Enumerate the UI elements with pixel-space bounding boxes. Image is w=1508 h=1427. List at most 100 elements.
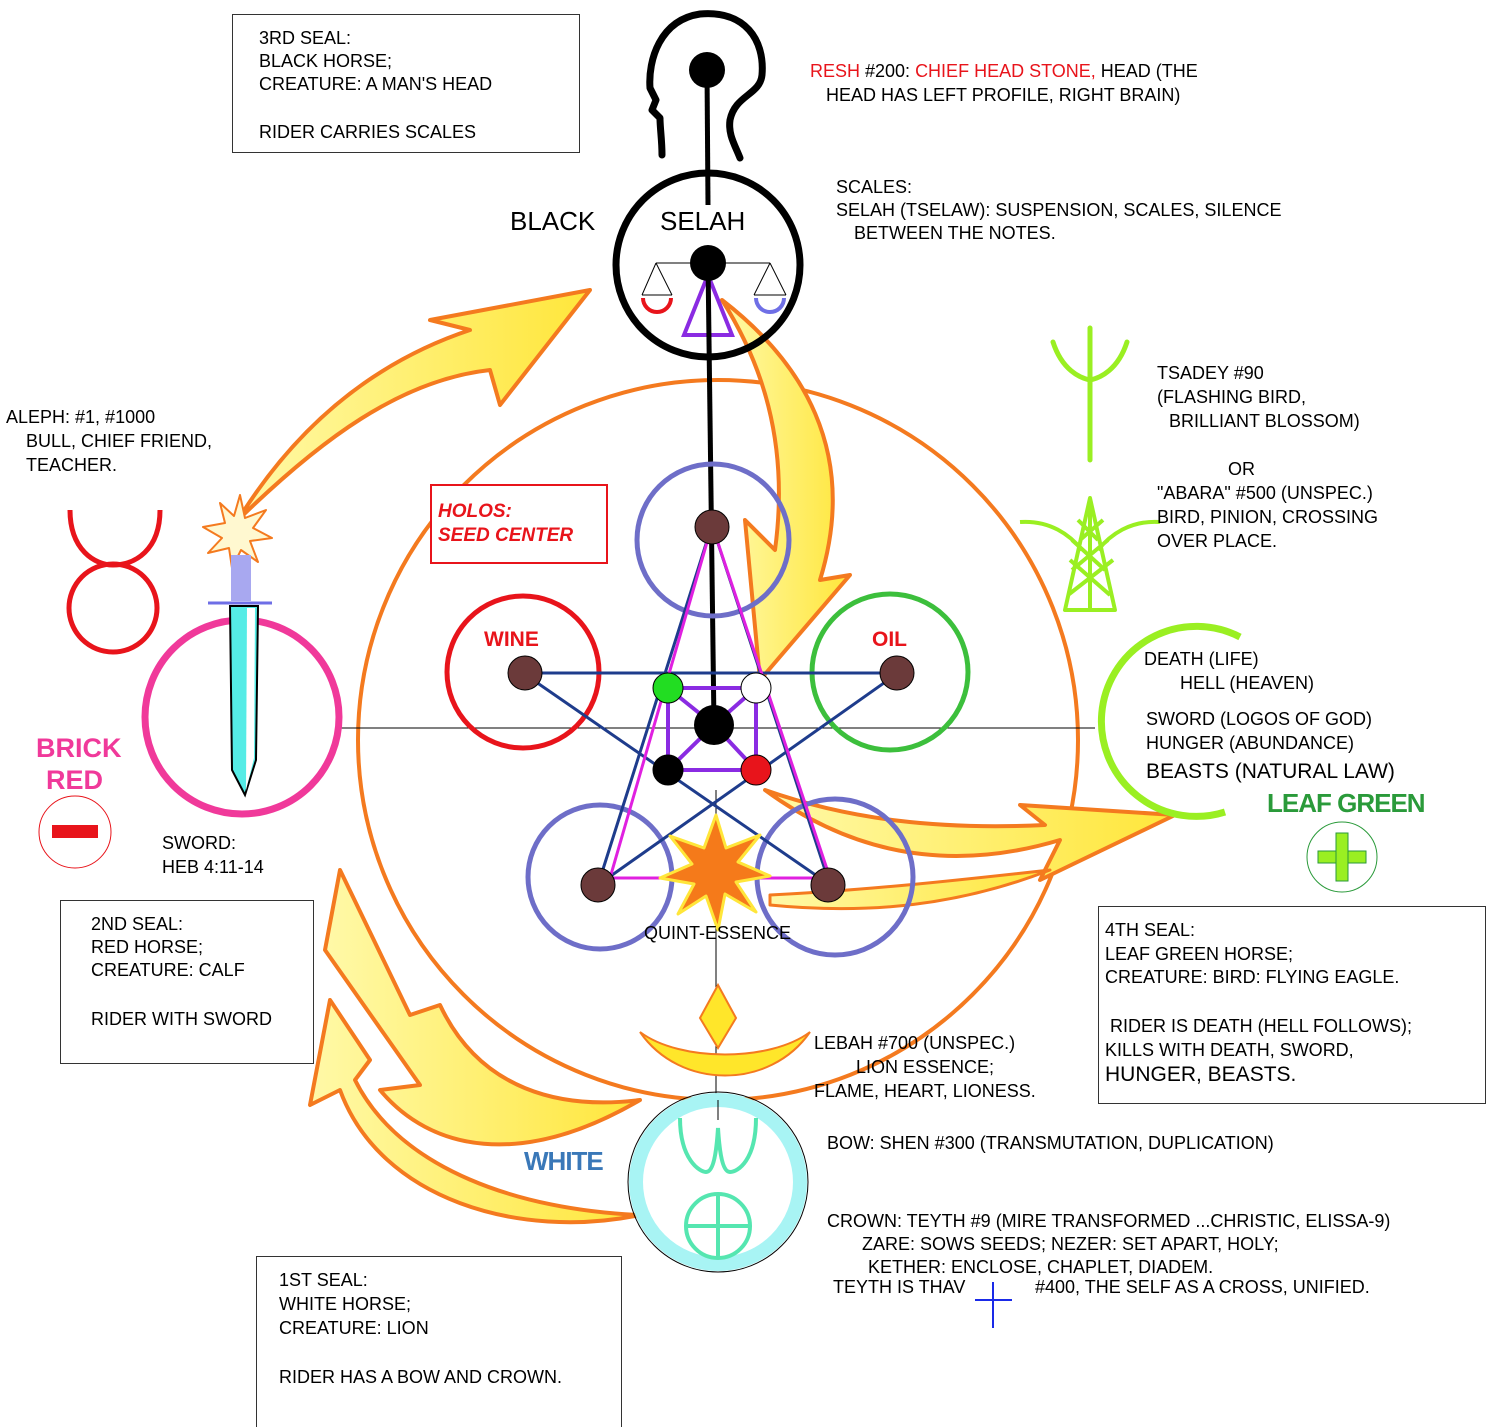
resh-rest: HEAD (THE	[1095, 61, 1198, 81]
third-seal-line-2: BLACK HORSE;	[259, 51, 393, 71]
sword-ref-line-1: SWORD:	[162, 833, 236, 853]
node-top	[694, 509, 730, 545]
tsadey-line-2: (FLASHING BIRD,	[1157, 387, 1307, 407]
teyth-part-2: #400, THE SELF AS A CROSS, UNIFIED.	[1035, 1277, 1370, 1297]
taurus-circle	[66, 561, 160, 655]
white-circle-rim	[627, 1091, 809, 1273]
fourth-seal-line-1: 4TH SEAL:	[1105, 920, 1196, 940]
crown-line-2: ZARE: SOWS SEEDS; NEZER: SET APART, HOLY…	[862, 1234, 1279, 1254]
lebah-line-2: LION ESSENCE;	[856, 1057, 995, 1077]
first-seal-box: 1ST SEAL: WHITE HORSE; CREATURE: LION RI…	[256, 1256, 622, 1427]
head-profile-icon	[646, 10, 766, 162]
head-spine-line	[704, 69, 711, 206]
scales-line-2: SELAH (TSELAW): SUSPENSION, SCALES, SILE…	[836, 200, 1282, 220]
second-seal-line-3: CREATURE: CALF	[91, 960, 245, 980]
tsadey-line-5: BIRD, PINION, CROSSING	[1157, 507, 1379, 527]
minus-sign-icon	[52, 825, 98, 838]
sword-ref-line-2: HEB 4:11-14	[162, 857, 264, 877]
holos-line-2: SEED CENTER	[438, 525, 574, 546]
resh-line-2: HEAD HAS LEFT PROFILE, RIGHT BRAIN)	[826, 85, 1181, 105]
white-label: WHITE	[524, 1146, 604, 1176]
selah-label: SELAH	[660, 206, 746, 236]
fourth-seal-line-3: CREATURE: BIRD: FLYING EAGLE.	[1105, 967, 1400, 987]
node-red	[740, 754, 772, 786]
fourth-seal-line-6: KILLS WITH DEATH, SWORD,	[1105, 1040, 1354, 1060]
first-seal-line-3: CREATURE: LION	[279, 1318, 429, 1338]
brick-label: BRICK	[36, 733, 122, 763]
lebah-line-3: FLAME, HEART, LIONESS.	[814, 1081, 1036, 1101]
resh-line-1: RESH #200: CHIEF HEAD STONE, HEAD (THE	[810, 60, 1198, 83]
swirl-arrow-right	[763, 788, 1177, 882]
plus-sign-v	[1335, 832, 1349, 882]
fourth-seal-box: 4TH SEAL: LEAF GREEN HORSE; CREATURE: BI…	[1098, 906, 1486, 1104]
scales-string-right-b	[769, 262, 787, 296]
third-seal-line-1: 3RD SEAL:	[259, 28, 352, 48]
taurus-symbol-icon	[67, 509, 163, 568]
quint-essence-label: QUINT-ESSENCE	[644, 923, 792, 943]
second-seal-line-2: RED HORSE;	[91, 937, 204, 957]
bow-text: BOW: SHEN #300 (TRANSMUTATION, DUPLICATI…	[827, 1133, 1274, 1153]
holos-line-1: HOLOS:	[438, 501, 512, 522]
lebah-line-1: LEBAH #700 (UNSPEC.)	[814, 1033, 1016, 1053]
node-green	[652, 672, 684, 704]
third-seal-box: 3RD SEAL: BLACK HORSE; CREATURE: A MAN'S…	[232, 14, 580, 153]
central-black-line	[705, 262, 717, 726]
aleph-line-2: BULL, CHIEF FRIEND,	[26, 431, 213, 451]
tsadey-line-1: TSADEY #90	[1157, 363, 1264, 383]
resh-number: #200:	[860, 61, 916, 81]
death-line-5: BEASTS (NATURAL LAW)	[1146, 760, 1395, 783]
resh-chief: CHIEF HEAD STONE,	[915, 61, 1096, 81]
pentagram-star	[521, 523, 900, 887]
scales-string-left-b	[655, 262, 673, 296]
second-seal-line-5: RIDER WITH SWORD	[91, 1009, 272, 1029]
tsadey-symbol-icon	[1050, 325, 1130, 463]
crown-line-3: KETHER: ENCLOSE, CHAPLET, DIADEM.	[868, 1257, 1214, 1277]
third-seal-line-5: RIDER CARRIES SCALES	[259, 122, 477, 142]
tsadey-line-3: BRILLIANT BLOSSOM)	[1169, 411, 1360, 431]
scales-string-right-a	[753, 262, 771, 296]
scales-pan-right	[754, 297, 786, 314]
oil-label: OIL	[872, 628, 907, 651]
tsadey-line-6: OVER PLACE.	[1157, 531, 1278, 551]
node-wine	[507, 655, 543, 691]
sword-blade-shine	[246, 608, 255, 790]
swirl-arrow-upper-right	[720, 298, 852, 682]
death-line-4: HUNGER (ABUNDANCE)	[1146, 733, 1355, 753]
node-bottom-left	[580, 867, 616, 903]
wine-label: WINE	[484, 628, 539, 651]
tsadey-line-4: "ABARA" #500 (UNSPEC.)	[1157, 483, 1373, 503]
scales-string-left-a	[641, 262, 657, 296]
scales-pan-left	[641, 297, 673, 314]
holos-box: HOLOS: SEED CENTER	[430, 484, 608, 564]
second-seal-line-1: 2ND SEAL:	[91, 914, 184, 934]
aleph-line-3: TEACHER.	[26, 455, 118, 475]
flame-diamond-icon	[698, 982, 738, 1050]
sword-handle	[231, 555, 251, 601]
crescent-icon	[639, 1031, 811, 1077]
tsadey-or: OR	[1228, 459, 1255, 479]
node-center	[694, 705, 734, 745]
swirl-arrow-upper-left	[236, 288, 592, 522]
node-bottom-right	[810, 867, 846, 903]
abara-symbol-icon	[1019, 496, 1161, 612]
fourth-seal-line-7: HUNGER, BEASTS.	[1105, 1063, 1297, 1086]
teyth-part-1: TEYTH IS THAV	[833, 1277, 966, 1297]
first-seal-line-2: WHITE HORSE;	[279, 1294, 412, 1314]
black-label: BLACK	[510, 206, 596, 236]
swirl-arrow-lower-left	[323, 868, 642, 1147]
fourth-seal-line-5: RIDER IS DEATH (HELL FOLLOWS);	[1105, 1016, 1413, 1036]
death-line-1: DEATH (LIFE)	[1144, 649, 1259, 669]
node-oil	[879, 655, 915, 691]
node-white	[740, 672, 772, 704]
first-seal-line-5: RIDER HAS A BOW AND CROWN.	[279, 1367, 563, 1387]
death-line-2: HELL (HEAVEN)	[1180, 673, 1315, 693]
second-seal-box: 2ND SEAL: RED HORSE; CREATURE: CALF RIDE…	[60, 900, 314, 1064]
resh-prefix: RESH	[810, 61, 861, 81]
top-purple-circle	[634, 461, 792, 619]
red-label: RED	[46, 765, 104, 795]
leaf-green-label: LEAF GREEN	[1267, 788, 1426, 818]
quint-essence-starburst-icon	[658, 813, 772, 932]
third-seal-line-3: CREATURE: A MAN'S HEAD	[259, 74, 493, 94]
